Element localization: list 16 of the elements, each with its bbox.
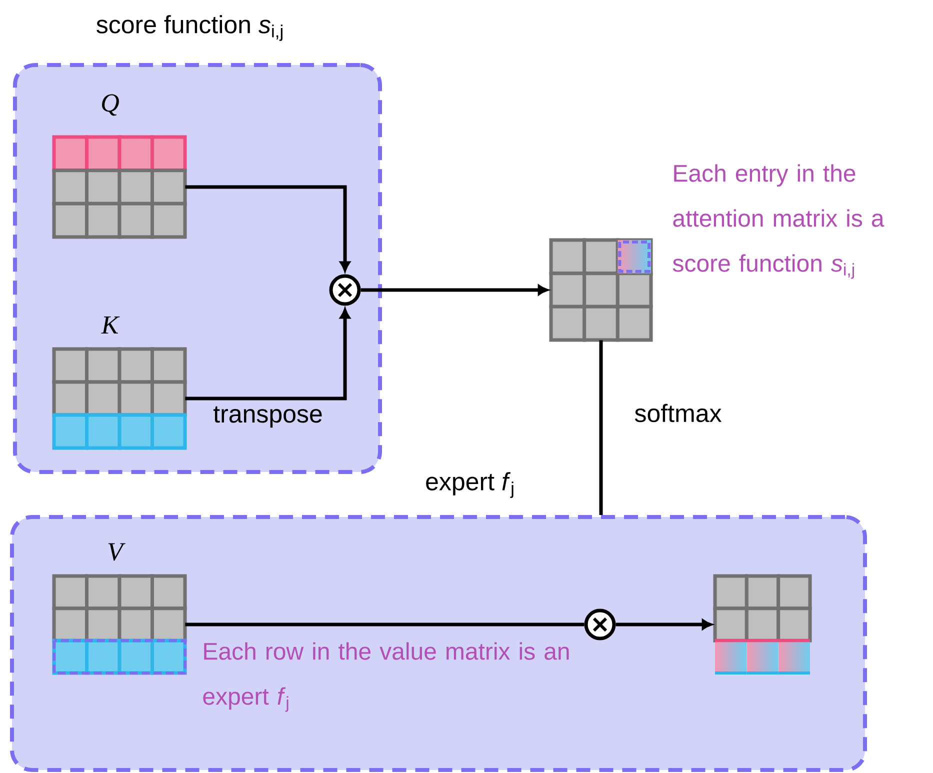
arrow [616, 619, 712, 630]
arrow [360, 284, 548, 296]
panel-heading: score function s$_{i,j}$ [96, 15, 282, 41]
edge-label: softmax [633, 402, 723, 424]
multiply-symbol [329, 274, 361, 306]
matrix-label: Q [102, 94, 119, 116]
matrix-label: K [101, 316, 120, 334]
annotation: Each row in the value matrix is an expert f$_{j}$ [203, 642, 569, 712]
matrix-label: V [108, 543, 126, 561]
multiply-symbol [584, 608, 616, 640]
edge-label: transpose [212, 405, 324, 429]
arrow [185, 185, 350, 272]
annotation: Each entry in the attention matrix is a score function s$_{i,j}$ [672, 164, 884, 279]
matrix-grid [713, 574, 812, 674]
arrow [185, 308, 350, 400]
panel-heading: expert f$_{j}$ [426, 472, 514, 498]
